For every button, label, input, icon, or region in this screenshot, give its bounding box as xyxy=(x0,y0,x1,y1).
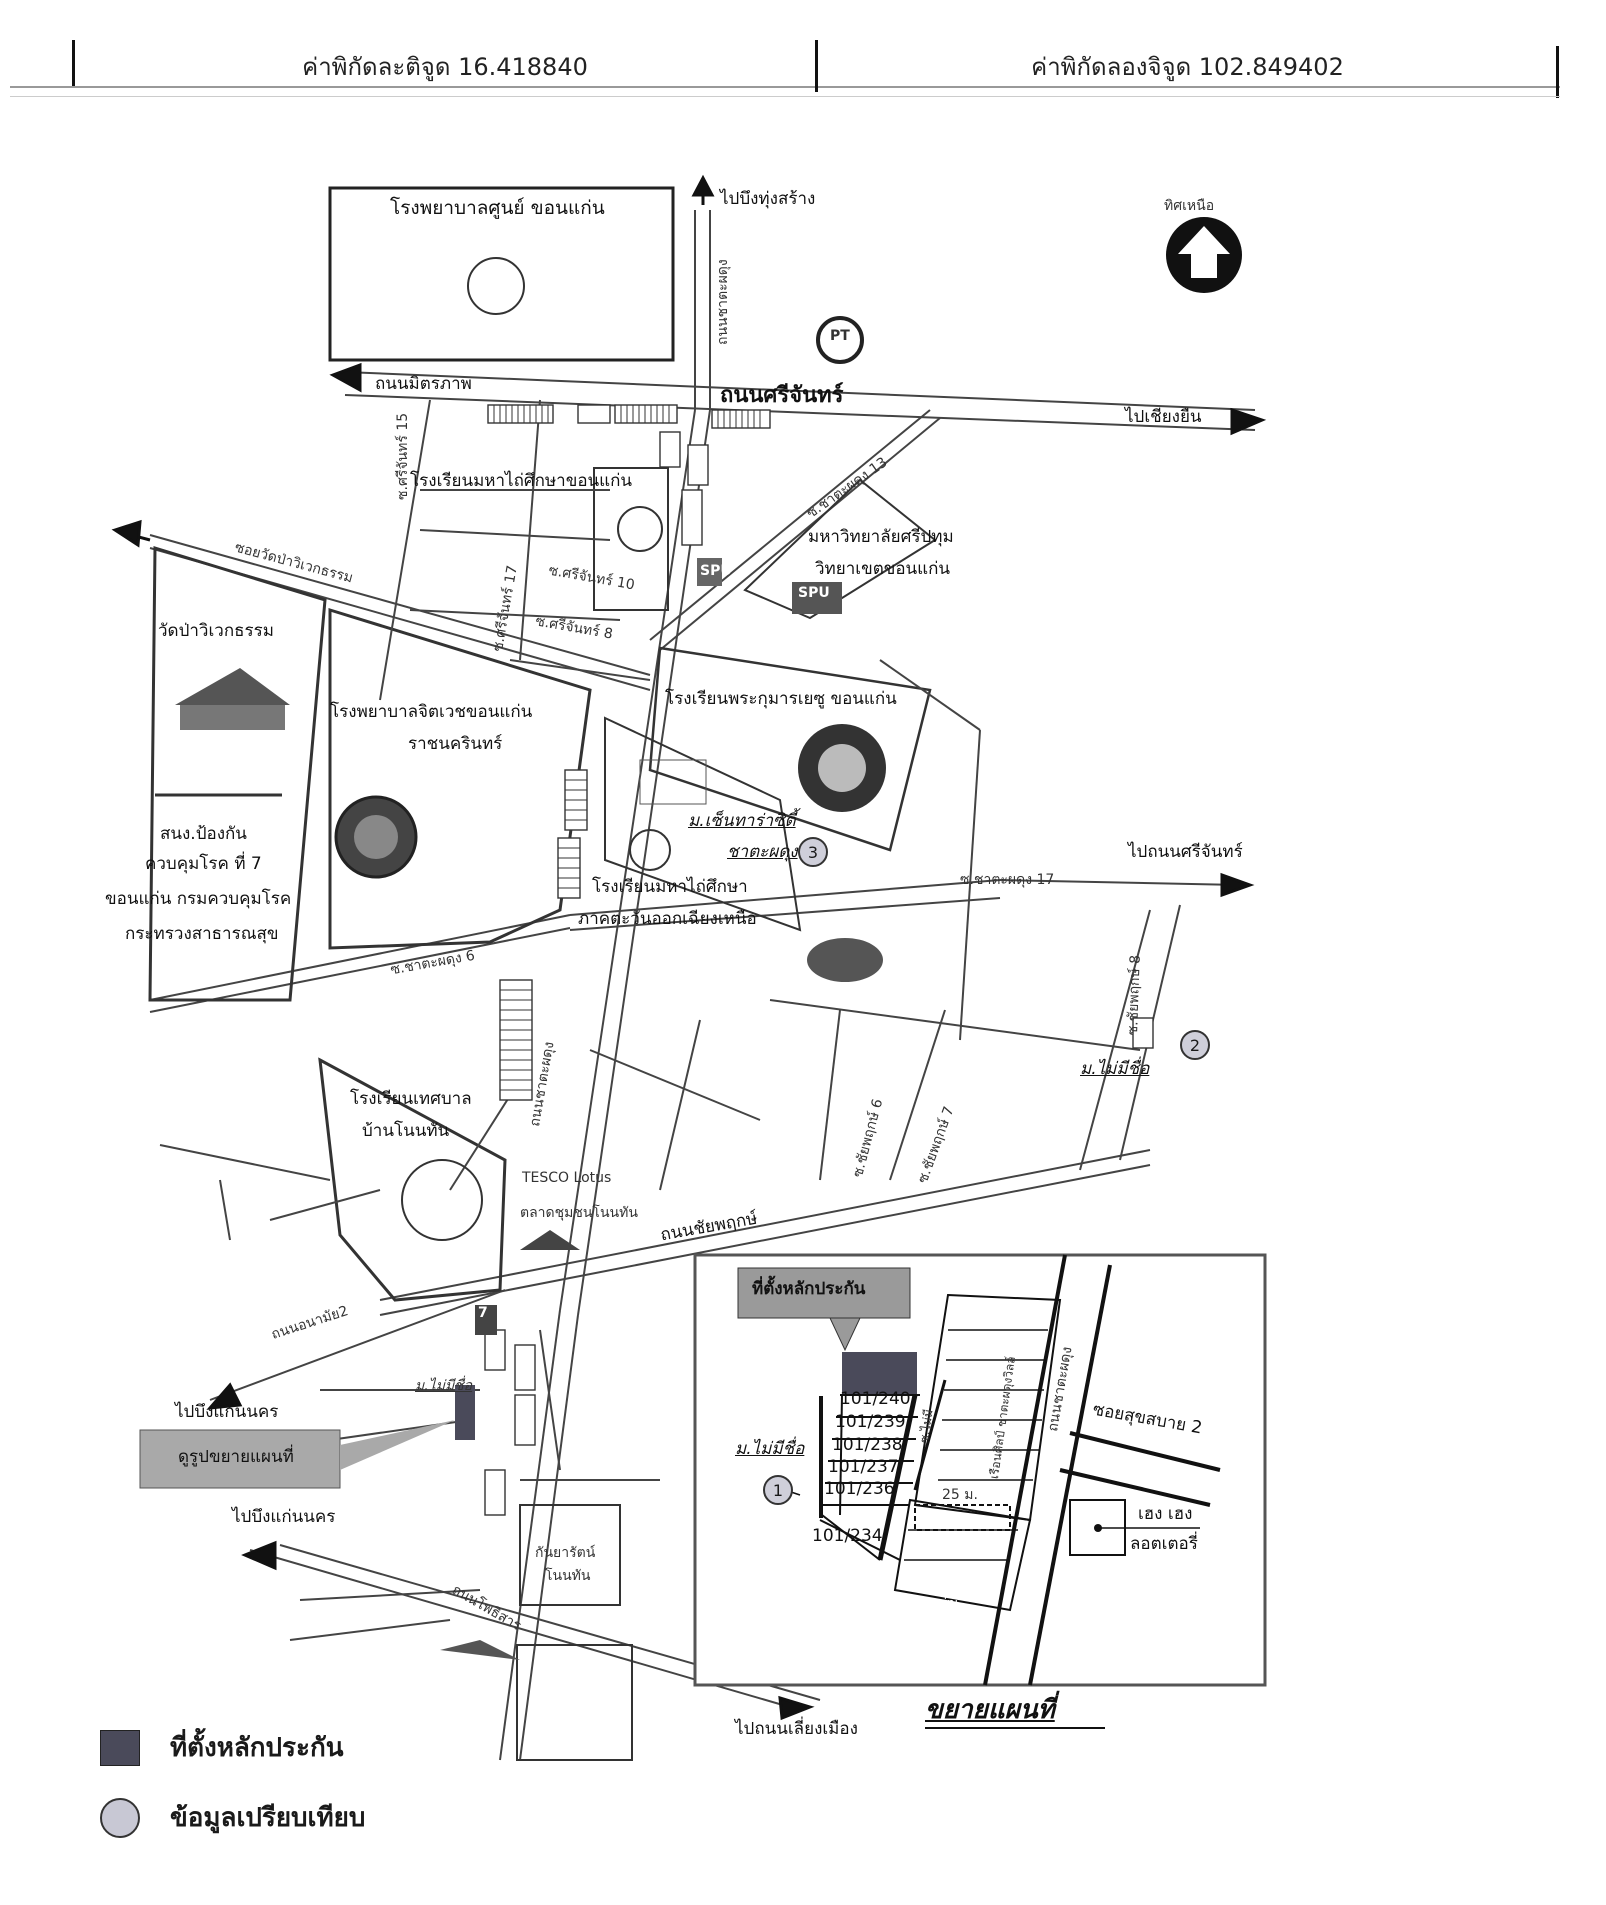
disease-control-label-3: ขอนแก่น กรมควบคุมโรค xyxy=(105,889,292,909)
mu-sentara-label: ม.เซ็นทาร่าซิตี้ xyxy=(688,811,796,831)
expand-callout xyxy=(139,1385,475,1489)
kku-demo-school-label: โรงเรียนมหาไถ่ศึกษาขอนแก่น xyxy=(410,471,633,491)
to-chiang-yuen-label: ไปเชียงยืน xyxy=(1125,407,1202,427)
inset-distance: 25 ม. xyxy=(942,1487,978,1503)
disease-control-label-1: สนง.ป้องกัน xyxy=(160,824,247,844)
legend-collateral: ที่ตั้งหลักประกัน xyxy=(100,1727,343,1768)
comparable-marker-1[interactable]: 1 xyxy=(763,1475,793,1505)
soi-chaiyaphruek8-label: ซ.ชัยพฤกษ์ 8 xyxy=(1125,954,1144,1036)
plot-101-238: 101/238 xyxy=(832,1435,903,1455)
mu-mai-mee-chue-label-1: ม.ไม่มีชื่อ xyxy=(1080,1059,1150,1079)
plot-101-237: 101/237 xyxy=(828,1457,899,1477)
nonthan-school-label-1: โรงเรียนเทศบาล xyxy=(350,1089,472,1109)
sripatum-univ-label-2: วิทยาเขตขอนแก่น xyxy=(815,559,951,579)
seven-eleven-label: 7 xyxy=(478,1305,488,1321)
inset-mu-mai-mee-chue: ม.ไม่มีชื่อ xyxy=(735,1439,805,1459)
legend-comparison-label: ข้อมูลเปรียบเทียบ xyxy=(170,1803,366,1833)
srichan-label: ถนนศรีจันทร์ xyxy=(720,383,844,408)
to-bueng-kaen-nakhon-label-2: ไปบึงแก่นนคร xyxy=(232,1507,336,1527)
northeast-school-label-2: ภาคตะวันออกเฉียงเหนือ xyxy=(578,909,757,929)
to-bueng-thung-sang-label: ไปบึงทุ่งสร้าง xyxy=(720,189,816,209)
to-bueng-kaen-nakhon-label-1: ไปบึงแก่นนคร xyxy=(175,1402,279,1422)
wat-label: วัดป่าวิเวกธรรม xyxy=(158,621,274,641)
to-srichan-road-label: ไปถนนศรีจันทร์ xyxy=(1128,842,1243,862)
inset-collateral-label: ที่ตั้งหลักประกัน xyxy=(752,1279,866,1299)
inset-lottery-1: เฮง เฮง xyxy=(1138,1504,1193,1524)
inset-map xyxy=(693,1253,1267,1687)
spu-badge-2: SPU xyxy=(798,585,830,601)
north-label: ทิศเหนือ xyxy=(1164,198,1215,214)
longitude-text: ค่าพิกัดลองจิจูด 102.849402 xyxy=(1031,52,1344,81)
northeast-school-label-1: โรงเรียนมหาไถ่ศึกษา xyxy=(592,877,748,897)
hospital-center-block xyxy=(328,186,675,362)
prince-school-label: โรงเรียนพระกุมารเยซู ขอนแก่น xyxy=(665,689,897,709)
inset-mini-mart: mini xyxy=(932,1596,958,1610)
plot-101-239: 101/239 xyxy=(835,1412,906,1432)
comparable-marker-3[interactable]: 3 xyxy=(798,837,828,867)
hospital-center-label: โรงพยาบาลศูนย์ ขอนแก่น xyxy=(390,197,605,219)
chatadaung-north-label: ถนนชาตะผดุง xyxy=(715,259,731,345)
nonthan-school-label-2: บ้านโนนทัน xyxy=(362,1121,450,1141)
latitude-text: ค่าพิกัดละติจูด 16.418840 xyxy=(302,52,588,81)
expanded-map-caption: ขยายแผนที่ xyxy=(925,1695,1055,1725)
soi-srichan15-label: ซ.ศรีจันทร์ 15 xyxy=(395,412,411,500)
plot-101-240: 101/240 xyxy=(840,1389,911,1409)
legend-comparison: ข้อมูลเปรียบเทียบ xyxy=(100,1797,365,1838)
spu-badge-1: SPU xyxy=(700,563,732,579)
soi-chatadung17-label: ซ.ชาตะผดุง 17 xyxy=(960,872,1055,888)
disease-control-label-4: กระทรวงสาธารณสุข xyxy=(125,924,279,944)
disease-control-label-2: ควบคุมโรค ที่ 7 xyxy=(145,854,262,874)
sripatum-univ-label-1: มหาวิทยาลัยศรีปทุม xyxy=(808,527,954,547)
mittraphap-label: ถนนมิตรภาพ xyxy=(375,374,472,394)
inset-lottery-2: ลอตเตอรี่ xyxy=(1130,1534,1198,1554)
temple-nonthan-label-2: โนนทัน xyxy=(545,1568,591,1584)
to-liang-mueang-label: ไปถนนเลี่ยงเมือง xyxy=(735,1719,858,1739)
market-label: ตลาดชุมชนโนนทัน xyxy=(520,1205,638,1221)
plot-101-234: 101/234 xyxy=(812,1526,883,1546)
psych-hospital-label-2: ราชนครินทร์ xyxy=(408,734,503,754)
chatadaung-small-label: ชาตะผดุง xyxy=(727,842,798,862)
plot-101-236: 101/236 xyxy=(824,1479,895,1499)
legend-collateral-label: ที่ตั้งหลักประกัน xyxy=(170,1733,344,1763)
collateral-swatch-icon xyxy=(100,1729,140,1766)
comparable-marker-2[interactable]: 2 xyxy=(1180,1030,1210,1060)
expand-map-callout-label: ดูรูปขยายแผนที่ xyxy=(178,1447,294,1467)
north-arrow-icon xyxy=(1166,217,1242,293)
psych-hospital-label-1: โรงพยาบาลจิตเวชขอนแก่น xyxy=(330,702,533,722)
tesco-label: TESCO Lotus xyxy=(522,1170,612,1186)
temple-nonthan-label-1: กันยารัตน์ xyxy=(535,1545,596,1561)
mu-mai-mee-chue-label-2: ม.ไม่มีชื่อ xyxy=(415,1378,473,1394)
pt-logo-label: PT xyxy=(830,328,850,344)
comparison-circle-icon xyxy=(100,1797,140,1838)
